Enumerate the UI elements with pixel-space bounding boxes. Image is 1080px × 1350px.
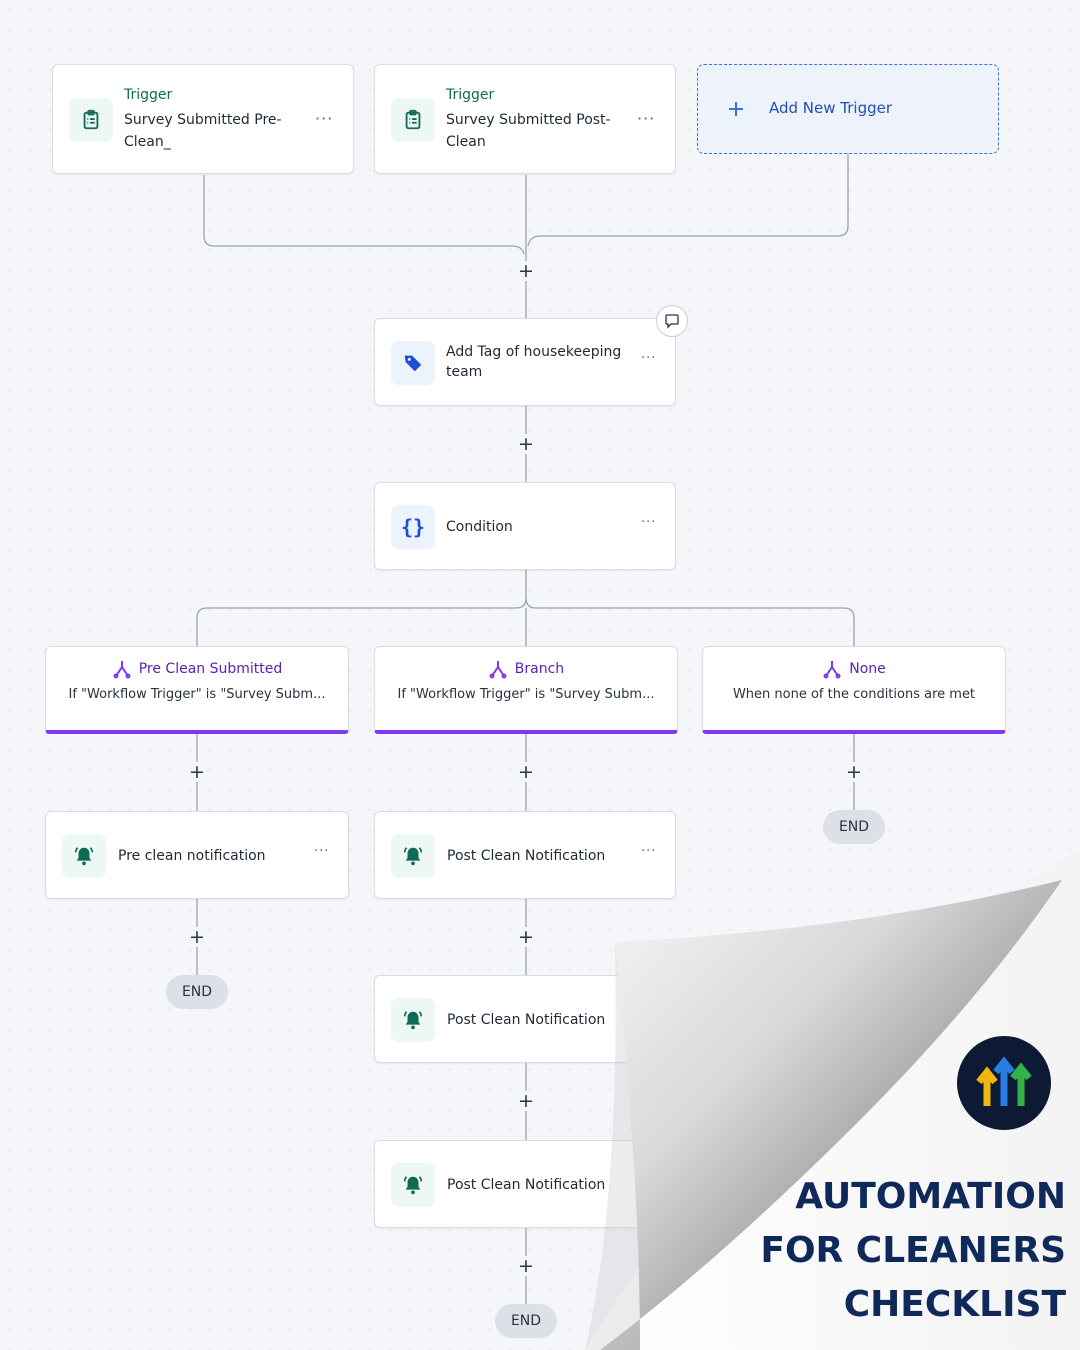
branch-title: Pre Clean Submitted: [138, 661, 283, 677]
more-options-icon[interactable]: ···: [641, 515, 657, 530]
condition-label: Condition: [446, 519, 513, 535]
bell-icon: [391, 998, 435, 1042]
trigger-title: Trigger: [124, 87, 173, 103]
branch-card-post-clean[interactable]: Branch If "Workflow Trigger" is "Survey …: [374, 646, 678, 734]
brand-logo: [957, 1036, 1051, 1130]
add-step-button[interactable]: +: [516, 434, 536, 454]
condition-card[interactable]: {} Condition ···: [374, 482, 676, 570]
add-step-button[interactable]: +: [516, 927, 536, 947]
pre-clean-notification-card[interactable]: Pre clean notification ···: [45, 811, 349, 899]
add-new-trigger-label: Add New Trigger: [769, 99, 893, 117]
add-step-button[interactable]: +: [187, 927, 207, 947]
add-new-trigger-button[interactable]: Add New Trigger: [697, 64, 999, 154]
plus-icon: [714, 87, 758, 131]
trigger-card-post-clean[interactable]: Trigger Survey Submitted Post-Clean ···: [374, 64, 676, 174]
add-step-button[interactable]: +: [187, 762, 207, 782]
trigger-card-pre-clean[interactable]: Trigger Survey Submitted Pre-Clean_ ···: [52, 64, 354, 174]
branch-condition: If "Workflow Trigger" is "Survey Subm...: [68, 687, 326, 702]
trigger-name: Survey Submitted Pre-Clean_: [124, 112, 282, 150]
brand-title: AUTOMATION FOR CLEANERS CHECKLIST: [760, 1176, 1066, 1325]
branch-title: Branch: [514, 661, 565, 677]
end-marker: END: [495, 1304, 557, 1338]
branch-condition: If "Workflow Trigger" is "Survey Subm...: [397, 687, 655, 702]
braces-icon: {}: [391, 505, 435, 549]
action-label: Post Clean Notification: [447, 848, 606, 864]
branch-condition: When none of the conditions are met: [732, 687, 976, 702]
add-step-button[interactable]: +: [516, 1256, 536, 1276]
more-options-icon[interactable]: ···: [314, 844, 330, 859]
trigger-name: Survey Submitted Post-Clean: [446, 112, 611, 150]
branch-card-none[interactable]: None When none of the conditions are met: [702, 646, 1006, 734]
add-step-button[interactable]: +: [516, 261, 536, 281]
add-step-button[interactable]: +: [516, 762, 536, 782]
clipboard-icon: [391, 98, 435, 142]
end-marker: END: [166, 975, 228, 1009]
bell-icon: [62, 834, 106, 878]
post-clean-notification-card[interactable]: Post Clean Notification: [374, 1140, 676, 1228]
more-options-icon[interactable]: ···: [641, 351, 657, 366]
action-label: Post Clean Notification: [447, 1012, 606, 1028]
post-clean-notification-card[interactable]: Post Clean Notification ···: [374, 811, 676, 899]
branch-icon: [823, 661, 841, 679]
branch-icon: [489, 661, 507, 679]
add-step-button[interactable]: +: [844, 762, 864, 782]
add-step-button[interactable]: +: [516, 1091, 536, 1111]
branch-icon: [113, 661, 131, 679]
action-label: Pre clean notification: [118, 848, 266, 864]
clipboard-icon: [69, 98, 113, 142]
action-label: Post Clean Notification: [447, 1177, 606, 1193]
comment-icon[interactable]: [656, 305, 688, 337]
branch-title: None: [849, 661, 886, 677]
tag-icon: [391, 341, 435, 385]
end-marker: END: [823, 810, 885, 844]
bell-icon: [391, 834, 435, 878]
more-options-icon[interactable]: ···: [637, 109, 656, 128]
bell-icon: [391, 1163, 435, 1207]
more-options-icon[interactable]: ···: [641, 844, 657, 859]
branch-card-pre-clean[interactable]: Pre Clean Submitted If "Workflow Trigger…: [45, 646, 349, 734]
trigger-title: Trigger: [446, 87, 495, 103]
more-options-icon[interactable]: ···: [315, 109, 334, 128]
